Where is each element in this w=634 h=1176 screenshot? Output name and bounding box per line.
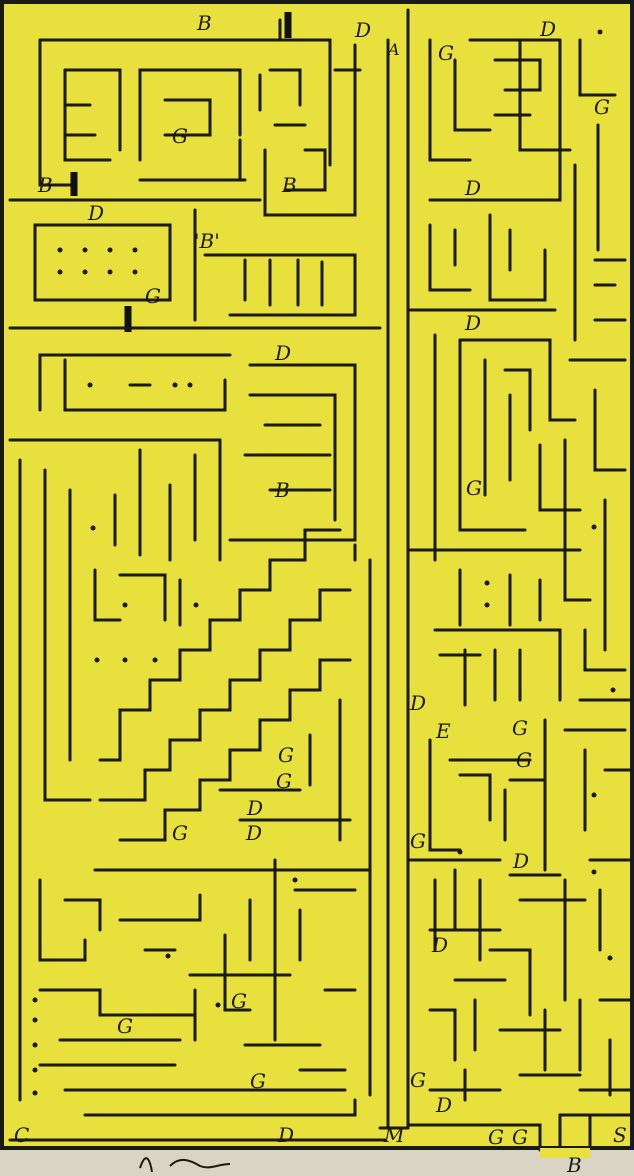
label-e: E	[435, 719, 451, 743]
label-d-mid: D	[274, 341, 291, 365]
label-b-quote: 'B'	[194, 229, 220, 253]
label-d-room: D	[87, 201, 104, 225]
label-d-bottom-mid: D	[435, 1093, 452, 1117]
label-b-mid: B	[274, 478, 290, 502]
label-g-bottom-1: G	[231, 989, 247, 1013]
label-g-e-1: G	[512, 716, 528, 740]
label-d-bottom: D	[277, 1123, 294, 1147]
label-d-top-right: D	[539, 17, 556, 41]
label-d-right-1: D	[464, 176, 481, 200]
label-g-mid-low: G	[410, 829, 426, 853]
label-g-top-right: G	[594, 95, 610, 119]
label-m: M	[383, 1123, 405, 1147]
label-c: C	[14, 1123, 29, 1147]
label-g-bottom-4: G	[410, 1068, 426, 1092]
label-b-bottom: B	[566, 1153, 582, 1176]
label-g-bottom-3: G	[250, 1069, 266, 1093]
label-g-gate-1: G	[488, 1125, 504, 1149]
label-d-lower-mid: D	[431, 933, 448, 957]
label-b-left-edge: B	[37, 173, 53, 197]
label-g-gate-2: G	[512, 1125, 528, 1149]
label-g-left-low: G	[172, 821, 188, 845]
label-g-spiral: G	[172, 124, 188, 148]
label-d-low-right: D	[512, 849, 529, 873]
paper-strip	[0, 1150, 634, 1176]
label-g-bottom-2: G	[117, 1014, 133, 1038]
label-g-stair-2: G	[276, 769, 292, 793]
label-g-top-left: G	[438, 41, 454, 65]
label-b-top: B	[196, 11, 212, 35]
exit-notch	[540, 1148, 590, 1158]
label-g-stair-1: G	[278, 743, 294, 767]
label-d-stair-2: D	[245, 821, 262, 845]
label-d-top-left: D	[354, 18, 371, 42]
label-g-e-2: G	[516, 748, 532, 772]
label-g-room: G	[145, 284, 161, 308]
label-g-right-mid: G	[466, 476, 482, 500]
label-d-right-2: D	[464, 311, 481, 335]
label-d-center: D	[409, 691, 426, 715]
label-b-spiral: B	[281, 173, 297, 197]
label-a: A	[386, 40, 400, 59]
label-d-stair-1: D	[246, 796, 263, 820]
label-s: S	[613, 1123, 627, 1147]
